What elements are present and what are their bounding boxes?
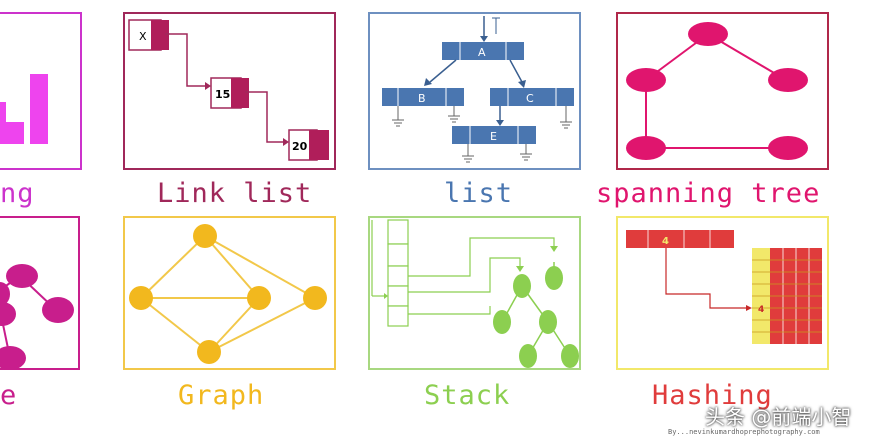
stack-tree-node-4: [539, 310, 557, 334]
list-node-c-text: C: [526, 92, 534, 105]
stack-cells: [387, 219, 409, 327]
spanning-tree-diagram: [626, 22, 808, 160]
tree-panel: [0, 216, 80, 370]
link-node-15-text: 15: [215, 88, 230, 101]
sorting-bar-3: [30, 74, 48, 144]
stack-tree-node-6: [561, 344, 579, 368]
watermark-main: 头条 @前端小智: [705, 405, 852, 429]
spanning-node-bottom-right: [768, 136, 808, 160]
hashing-diagram: 4 4: [626, 230, 822, 344]
graph-diagram: [129, 224, 327, 364]
list-node-e-text: E: [490, 130, 497, 143]
list-diagram: A B C: [382, 16, 574, 163]
stack-tree-node-5: [519, 344, 537, 368]
link-arrow-2: [245, 91, 283, 143]
tree-node-4: [0, 302, 16, 326]
tree-node-2: [0, 282, 10, 306]
stack-label: Stack: [424, 380, 511, 411]
hashing-panel: 4 4: [616, 216, 829, 370]
tree-label: e: [0, 380, 18, 411]
list-node-a: [442, 42, 524, 60]
list-ground-symbols: [392, 106, 572, 129]
stack-tree-node-2: [513, 274, 531, 298]
spanning-tree-panel: [616, 12, 829, 170]
list-node-b-text: B: [418, 92, 426, 105]
link-node-x-text: X: [139, 30, 147, 43]
sorting-bars: [0, 74, 48, 144]
hash-key-row: [626, 230, 734, 248]
link-list-panel: X 15 20: [123, 12, 336, 170]
graph-node-left: [129, 286, 153, 310]
stack-tree-node-1: [545, 266, 563, 290]
spanning-node-bottom-left: [626, 136, 666, 160]
stack-tree-node-3: [493, 310, 511, 334]
watermark-credit: By...nevinkumardhoprephotography.com: [668, 428, 820, 436]
hash-table: [752, 248, 822, 344]
sorting-panel: [0, 12, 82, 170]
spanning-node-right: [768, 68, 808, 92]
graph-label: Graph: [178, 380, 265, 411]
tree-node-3: [42, 297, 74, 323]
link-node-20-text: 20: [292, 140, 308, 153]
stack-diagram: [371, 219, 579, 368]
tree-node-5: [0, 346, 26, 370]
spanning-tree-label: spanning tree: [596, 178, 821, 209]
graph-panel: [123, 216, 336, 370]
sorting-label: ng: [0, 178, 35, 209]
graph-node-bottom: [197, 340, 221, 364]
list-label: list: [444, 178, 514, 209]
tree-diagram: [0, 264, 74, 370]
link-list-diagram: X 15 20: [128, 19, 329, 161]
hash-arrow: [665, 248, 746, 309]
link-node-20: [288, 129, 329, 161]
spanning-node-top: [688, 22, 728, 46]
graph-node-mid: [247, 286, 271, 310]
list-node-b: [382, 88, 464, 106]
link-arrow-1: [165, 33, 205, 87]
link-node-15: [210, 77, 249, 109]
link-list-label: Link list: [157, 178, 313, 209]
stack-panel: [368, 216, 581, 370]
list-node-a-text: A: [478, 46, 486, 59]
list-node-c: [490, 88, 574, 106]
link-node-x: [128, 19, 169, 51]
spanning-node-left: [626, 68, 666, 92]
sorting-bar-1: [0, 102, 6, 144]
graph-node-right: [303, 286, 327, 310]
list-panel: A B C: [368, 12, 581, 170]
sorting-bar-2: [6, 122, 24, 144]
tree-node-1: [6, 264, 38, 288]
hash-key-text: 4: [662, 236, 669, 247]
hash-value-text: 4: [758, 305, 764, 315]
hashing-label: Hashing: [652, 380, 773, 411]
list-node-e: [452, 126, 536, 144]
graph-node-top: [193, 224, 217, 248]
